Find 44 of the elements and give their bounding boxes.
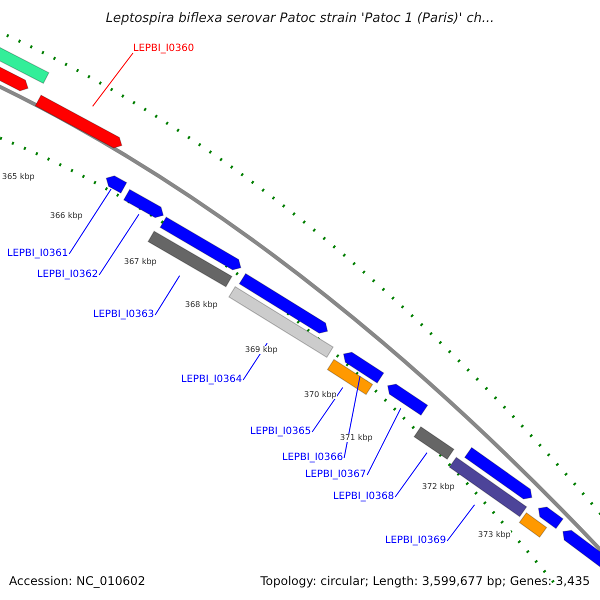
gene-feature [464, 446, 532, 500]
gene-feature [387, 384, 428, 416]
gene-label: LEPBI_I0364 [181, 375, 242, 385]
tick-label: 368 kbp [185, 301, 218, 309]
tick-label: 367 kbp [124, 258, 157, 266]
footer-text: Topology: circular; Length: 3,599,677 bp; Genes: 3,435 [260, 575, 590, 587]
gene-label: LEPBI_I0368 [333, 492, 394, 502]
leader-line [344, 376, 361, 458]
gene-label: LEPBI_I0363 [93, 310, 154, 320]
gene-feature [34, 94, 122, 149]
gene-label: LEPBI_I0366 [282, 453, 344, 463]
tick-label: 371 kbp [340, 434, 373, 442]
gene-feature [518, 512, 548, 538]
gene-label: LEPBI_I0360 [133, 44, 194, 54]
gene-feature [538, 506, 564, 530]
gene-feature [238, 272, 328, 334]
leader-line [68, 188, 112, 254]
leader-line [312, 387, 344, 432]
gene-label: LEPBI_I0362 [37, 270, 98, 280]
gene-feature [123, 188, 164, 218]
gene-feature [562, 530, 600, 570]
gene-feature [413, 426, 455, 460]
gene-feature [228, 286, 334, 358]
gene-label: LEPBI_I0365 [250, 427, 312, 437]
tick-label: 369 kbp [245, 346, 278, 354]
gene-label: LEPBI_I0369 [385, 536, 446, 546]
gene-label: LEPBI_I0367 [305, 470, 366, 480]
leader-line [92, 52, 134, 107]
leader-line [366, 408, 402, 476]
leader-line [446, 504, 476, 542]
tick-label: 370 kbp [304, 391, 337, 399]
tick-label: 365 kbp [2, 173, 35, 181]
gene-feature [159, 216, 242, 270]
tick-label: 373 kbp [478, 531, 511, 539]
title: Leptospira biflexa serovar Patoc strain 'Patoc 1 (Paris)' ch... [104, 12, 496, 25]
tick-label: 372 kbp [422, 483, 455, 491]
gene-feature [106, 175, 128, 194]
footer-text: Accession: NC_010602 [9, 575, 146, 587]
gene-feature [342, 352, 384, 384]
leader-line [394, 452, 428, 498]
leader-line [98, 214, 140, 276]
leader-line [154, 275, 180, 316]
gene-label: LEPBI_I0361 [7, 249, 68, 259]
tick-label: 366 kbp [50, 212, 83, 220]
